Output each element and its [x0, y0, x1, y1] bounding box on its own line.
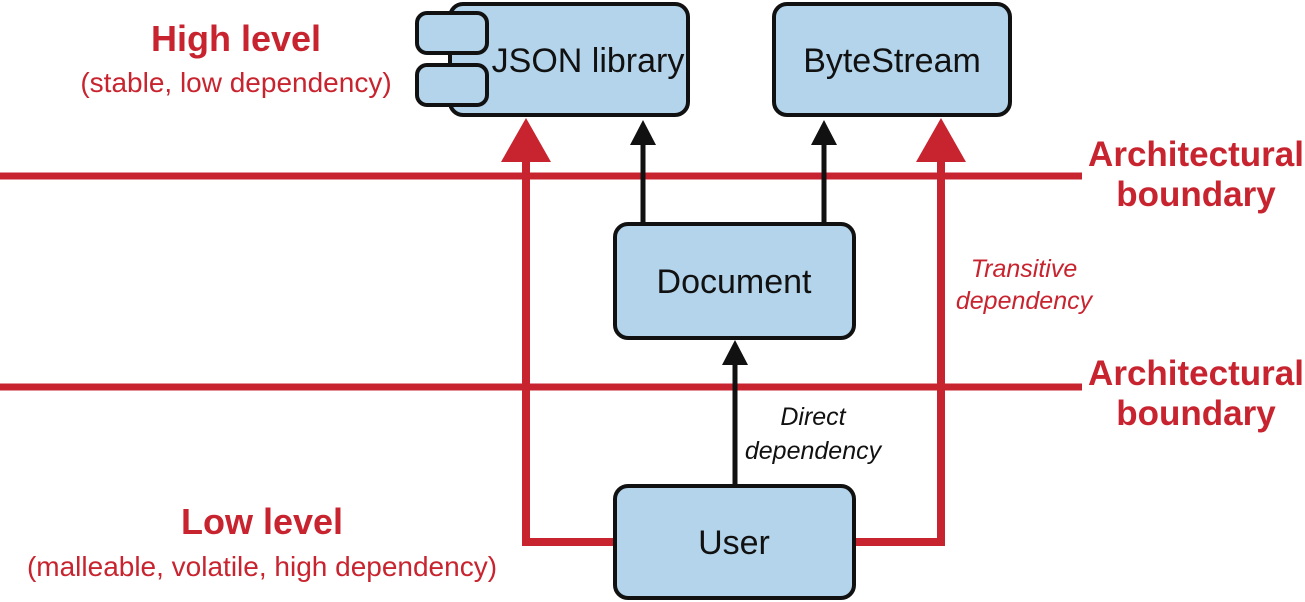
bytestream-box: ByteStream — [772, 2, 1012, 117]
user-box: User — [613, 484, 856, 600]
low-level-title: Low level — [181, 501, 343, 542]
arrowhead-user-to-document — [722, 340, 748, 365]
component-icon — [415, 11, 489, 107]
arrowhead-document-to-bytestream — [811, 120, 837, 145]
user-label: User — [698, 524, 770, 562]
transitive-dependency-arrow-json — [522, 158, 615, 546]
boundary-label-upper-line1: Architectural — [1088, 135, 1304, 174]
boundary-label-upper-line2: boundary — [1116, 175, 1276, 214]
boundary-label-lower-line2: boundary — [1116, 394, 1276, 433]
low-level-subtitle: (malleable, volatile, high dependency) — [27, 551, 497, 582]
transitive-dependency-arrow-bytestream — [854, 158, 945, 546]
bytestream-label: ByteStream — [803, 42, 981, 80]
transitive-dependency-label-line2: dependency — [956, 287, 1094, 315]
document-box: Document — [613, 222, 856, 340]
boundary-label-lower-line1: Architectural — [1088, 354, 1304, 393]
document-label: Document — [657, 263, 813, 301]
direct-dependency-label-line2: dependency — [745, 437, 883, 465]
arrowhead-document-to-json — [630, 120, 656, 145]
high-level-title: High level — [151, 18, 321, 59]
high-level-subtitle: (stable, low dependency) — [80, 67, 391, 98]
transitive-arrowhead-bytestream — [916, 118, 966, 162]
transitive-dependency-label-line1: Transitive — [971, 255, 1078, 283]
json-library-box: JSON library — [415, 2, 690, 117]
direct-dependency-label-line1: Direct — [780, 403, 846, 431]
json-library-label: JSON library — [492, 42, 685, 80]
transitive-arrowhead-json — [501, 118, 551, 162]
